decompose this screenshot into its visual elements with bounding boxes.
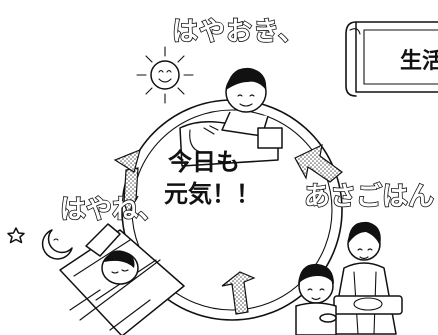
label-sleep: はやね、: [60, 195, 164, 225]
sleeping-child: [59, 223, 185, 335]
arrow-icon: [221, 271, 256, 315]
center-line-2: 元気！！: [164, 180, 260, 208]
eating-child: [295, 263, 337, 335]
scroll-banner: 生活: [345, 21, 438, 97]
star-icon: [7, 227, 25, 244]
label-wake: はやおき、: [172, 17, 305, 47]
arrow-icon: [294, 143, 343, 183]
wake-up-child: [179, 67, 283, 167]
moon-icon: [41, 229, 73, 260]
arrow-icon: [113, 148, 141, 216]
center-line-1: 今日も: [168, 148, 240, 176]
label-breakfast: あさごはん: [304, 181, 434, 212]
scroll-title: 生活: [400, 49, 438, 74]
sun-icon: [136, 46, 194, 104]
mother-figure: [331, 221, 403, 335]
